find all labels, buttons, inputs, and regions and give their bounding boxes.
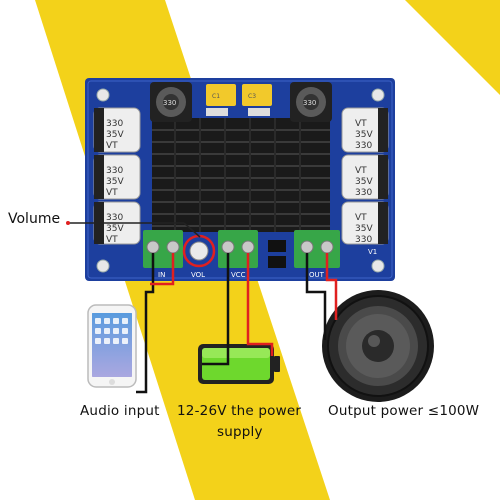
cap-label-right-8: 35V — [355, 224, 373, 234]
volume-pointer-dot — [66, 221, 70, 225]
power-wire-red — [246, 253, 274, 356]
heatsink — [152, 118, 330, 232]
audio-wire-red — [150, 253, 175, 286]
silk-c3: C3 — [248, 93, 256, 100]
power-supply-caption: 12-26V the power — [177, 403, 302, 419]
silk-v1: V1 — [368, 248, 377, 256]
cap-label-right-7: VT — [355, 213, 367, 223]
mount-hole — [96, 88, 110, 102]
cap-label-left-1: 330 — [106, 119, 123, 129]
film-capacitor — [206, 84, 236, 106]
cap-label-left-4: 330 — [106, 166, 123, 176]
mount-hole — [96, 259, 110, 273]
silk-vol: VOL — [191, 271, 205, 279]
audio-input-caption: Audio input — [80, 403, 160, 419]
cap-label-left-8: 35V — [106, 224, 124, 234]
volume-label: Volume — [8, 211, 61, 227]
volume-potentiometer[interactable] — [189, 241, 209, 261]
power-supply-caption-line2: supply — [217, 424, 263, 440]
power-wire-black — [202, 253, 230, 366]
cap-label-left-6: VT — [106, 188, 118, 198]
output-power-caption: Output power ≤100W — [328, 403, 480, 419]
cap-label-right-6: 330 — [355, 188, 372, 198]
capacitor-right-stack — [341, 107, 389, 245]
mount-hole — [371, 259, 385, 273]
silk-vcc: VCC — [231, 271, 246, 279]
cap-label-left-5: 35V — [106, 177, 124, 187]
silk-in: IN — [158, 271, 165, 279]
cap-label-right-9: 330 — [355, 235, 372, 245]
inductor-code-right: 330 — [303, 99, 316, 107]
cap-label-right-5: 35V — [355, 177, 373, 187]
cap-label-left-3: VT — [106, 141, 118, 151]
film-capacitor — [242, 84, 272, 106]
terminal-out — [294, 230, 340, 268]
cap-label-left-2: 35V — [106, 130, 124, 140]
battery-image — [198, 344, 280, 384]
audio-wire-black — [136, 253, 155, 394]
speaker-wire-black — [305, 253, 327, 340]
cap-label-left-9: VT — [106, 235, 118, 245]
silk-out: OUT — [309, 271, 325, 279]
inductor-left — [150, 82, 192, 122]
cap-label-right-3: 330 — [355, 141, 372, 151]
cap-label-right-1: VT — [355, 119, 367, 129]
amplifier-board — [85, 78, 395, 281]
yellow-stripe-right — [405, 0, 500, 95]
mount-hole — [371, 88, 385, 102]
cap-label-right-2: 35V — [355, 130, 373, 140]
silk-c1: C1 — [212, 93, 220, 100]
phone-image — [87, 304, 137, 388]
speaker-image — [322, 290, 434, 402]
speaker-wire-red — [325, 253, 338, 320]
inductor-code-left: 330 — [163, 99, 176, 107]
cap-label-left-7: 330 — [106, 213, 123, 223]
cap-label-right-4: VT — [355, 166, 367, 176]
inductor-right — [290, 82, 332, 122]
